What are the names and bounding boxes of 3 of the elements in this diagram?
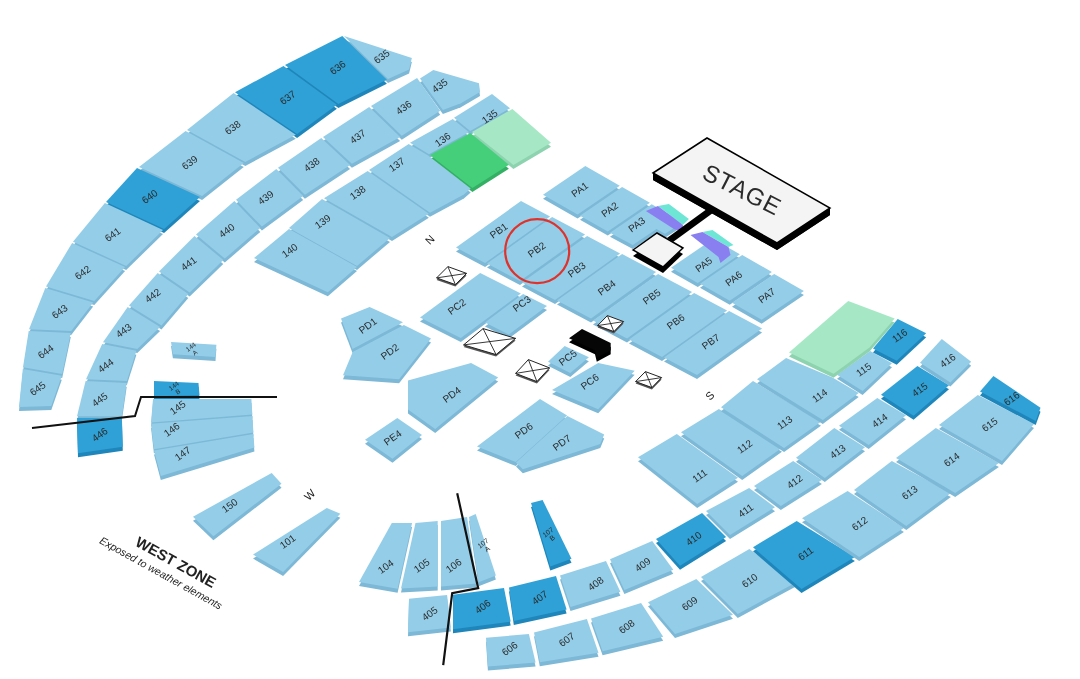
seating-section: 150 — [193, 472, 282, 540]
compass-letter: S — [703, 389, 717, 403]
compass-letter: W — [302, 487, 318, 503]
